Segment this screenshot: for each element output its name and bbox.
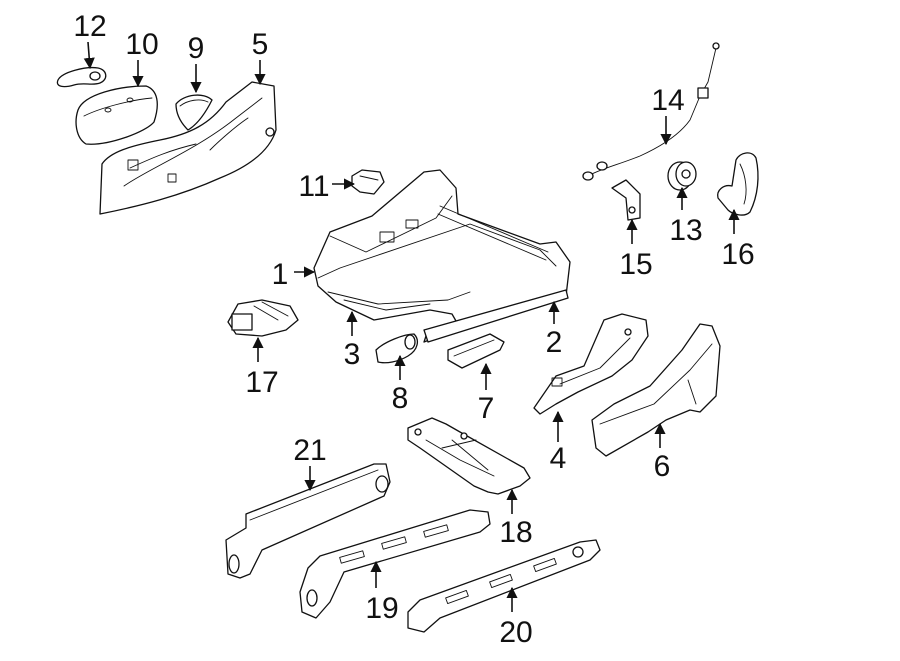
leader-lines — [83, 41, 740, 612]
callout-21: 21 — [293, 434, 326, 467]
callout-12: 12 — [73, 10, 106, 43]
callout-6: 6 — [654, 450, 671, 483]
callout-11: 11 — [298, 170, 329, 203]
part-21-rail — [225, 463, 391, 579]
callout-17: 17 — [245, 366, 278, 399]
seat-frame-assembly — [313, 169, 571, 343]
part-13-knob — [667, 161, 697, 191]
callout-20: 20 — [499, 616, 532, 649]
callout-4: 4 — [550, 442, 567, 475]
part-15-bracket — [611, 179, 641, 221]
callout-15: 15 — [619, 248, 652, 281]
callout-14: 14 — [651, 84, 684, 117]
callout-16: 16 — [721, 238, 754, 271]
part-10-cover — [75, 85, 158, 145]
callout-8: 8 — [392, 382, 409, 415]
part-19-track — [299, 509, 491, 619]
callout-1: 1 — [272, 258, 289, 291]
part-9-trim — [175, 94, 213, 131]
callout-10: 10 — [125, 28, 158, 61]
part-5-side-shield — [99, 81, 277, 215]
callout-labels: 1 2 3 4 5 6 7 8 9 10 11 12 13 14 15 16 1… — [73, 10, 754, 649]
part-4-inner-bracket — [533, 313, 649, 415]
callout-5: 5 — [252, 28, 269, 61]
part-12-handle — [56, 66, 107, 88]
callout-7: 7 — [478, 392, 495, 425]
part-14-cable — [582, 42, 720, 181]
callout-3: 3 — [344, 338, 361, 371]
part-18-bottom-plate — [407, 417, 531, 495]
part-6-outer-shield — [591, 323, 721, 457]
part-16-lever — [717, 152, 759, 216]
callout-2: 2 — [546, 326, 563, 359]
part-7-cover — [447, 333, 505, 369]
part-17-motor — [227, 299, 299, 337]
callout-13: 13 — [669, 214, 702, 247]
callout-9: 9 — [188, 32, 205, 65]
callout-19: 19 — [365, 592, 398, 625]
part-20-track — [407, 539, 601, 633]
leader-12 — [83, 41, 95, 70]
callout-18: 18 — [499, 516, 532, 549]
part-8-plug — [375, 333, 419, 364]
part-11-clip — [351, 169, 385, 195]
